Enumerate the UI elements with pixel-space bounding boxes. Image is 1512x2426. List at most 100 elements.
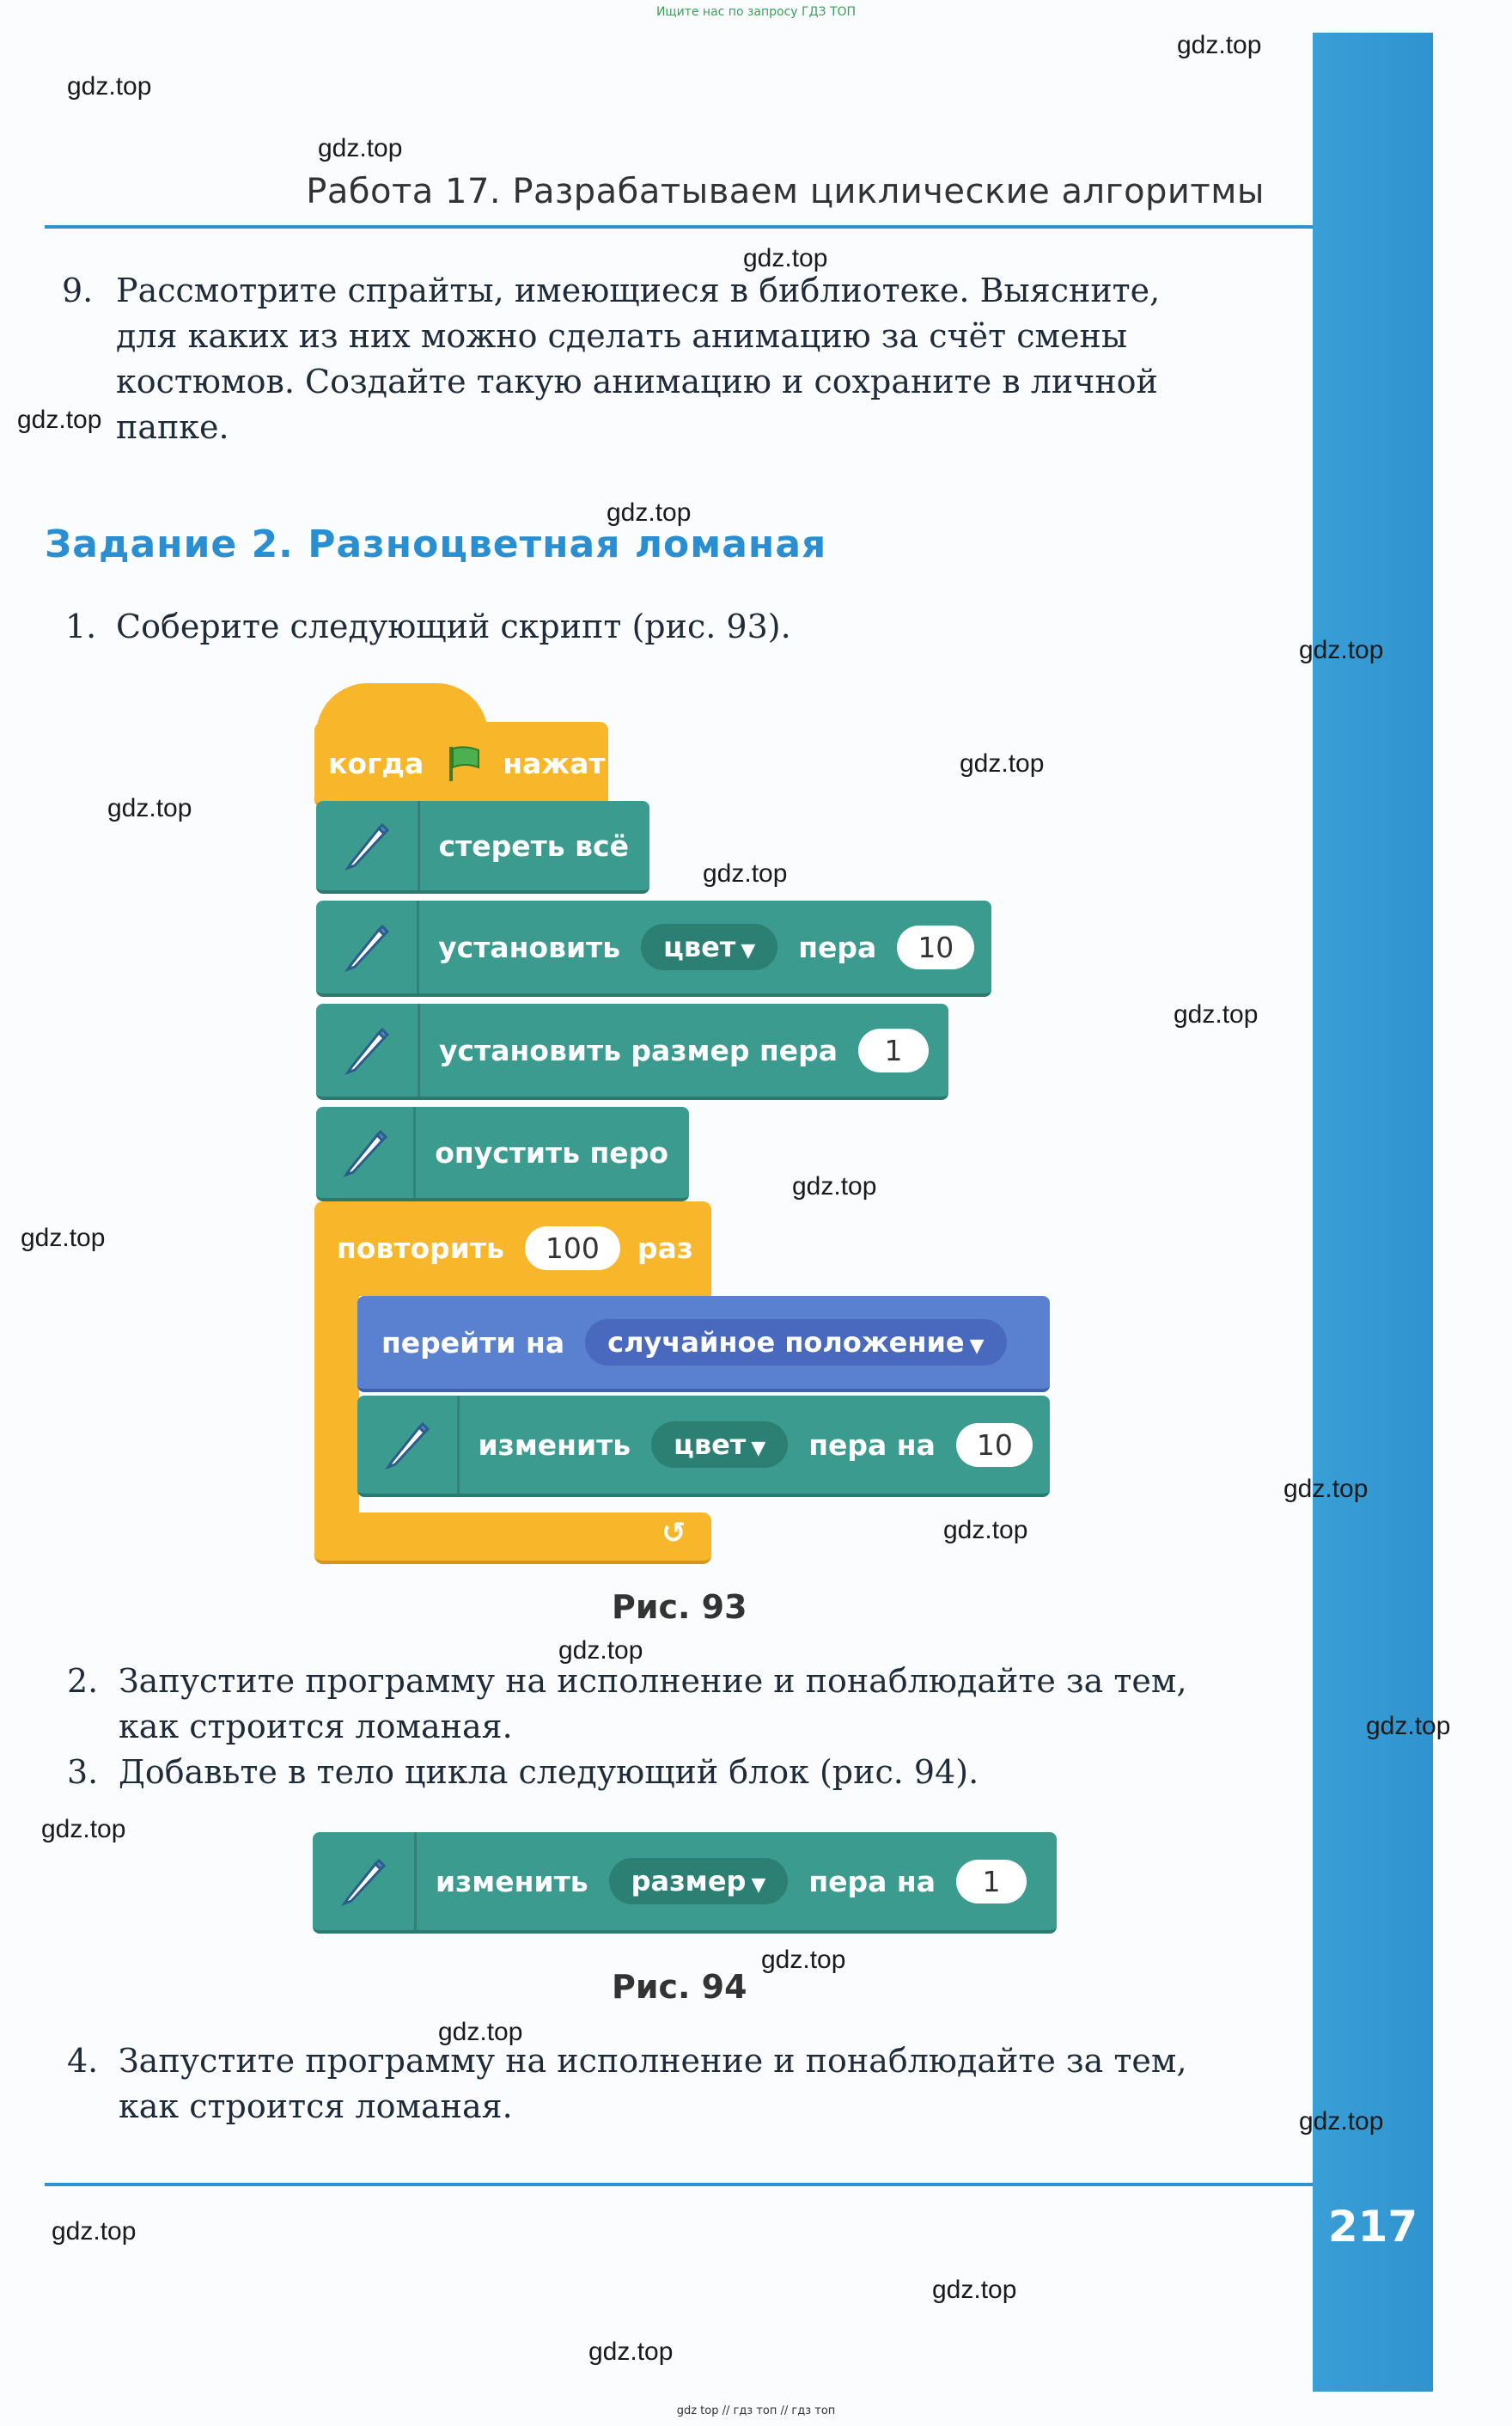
times-label: раз	[637, 1231, 693, 1265]
step-2-line-2: как строится ломаная.	[119, 1708, 513, 1745]
set-size-label: установить размер пера	[439, 1033, 838, 1067]
footer-divider	[45, 2183, 1313, 2186]
watermark: gdz.top	[41, 1815, 126, 1843]
page-number: 217	[1327, 2202, 1418, 2252]
step-2-line-1: Запустите программу на исполнение и пона…	[119, 1662, 1187, 1700]
watermark: gdz.top	[1366, 1712, 1451, 1740]
watermark: gdz.top	[943, 1516, 1028, 1544]
clear-block[interactable]: стереть всё	[316, 801, 649, 894]
item-9-line-3: костюмов. Создайте такую анимацию и сохр…	[116, 363, 1158, 400]
chevron-down-icon: ▼	[741, 940, 756, 962]
watermark: gdz.top	[1283, 1475, 1369, 1503]
pen-label: пера	[798, 930, 877, 964]
side-color-bar	[1313, 33, 1433, 2392]
change-size-value-input[interactable]: 1	[956, 1859, 1027, 1904]
watermark: gdz.top	[743, 244, 828, 272]
go-to-label: перейти на	[381, 1325, 565, 1360]
change-label: изменить	[436, 1864, 588, 1898]
watermark: gdz.top	[1299, 636, 1384, 664]
step-1-text: Соберите следующий скрипт (рис. 93).	[116, 608, 791, 645]
change-label: изменить	[478, 1427, 631, 1462]
step-4-number: 4.	[67, 2042, 99, 2080]
watermark: gdz.top	[588, 2337, 674, 2366]
loop-arrow-icon: ↺	[662, 1516, 686, 1550]
set-color-dropdown[interactable]: цвет▼	[641, 924, 778, 970]
chevron-down-icon: ▼	[751, 1438, 766, 1459]
go-to-dropdown[interactable]: случайное положение▼	[585, 1319, 1007, 1366]
watermark: gdz.top	[558, 1636, 643, 1665]
change-size-dropdown[interactable]: размер▼	[608, 1858, 789, 1904]
pen-extension-icon	[316, 1004, 420, 1097]
step-4-line-1: Запустите программу на исполнение и пона…	[119, 2042, 1187, 2080]
repeat-count-input[interactable]: 100	[524, 1225, 620, 1270]
pen-down-label: опустить перо	[435, 1135, 668, 1170]
watermark: gdz.top	[932, 2276, 1017, 2304]
step-2-number: 2.	[67, 1662, 99, 1700]
bottom-note: gdz top // гдз топ // гдз топ	[676, 2405, 836, 2417]
green-flag-icon	[444, 743, 484, 783]
item-9-line-1: Рассмотрите спрайты, имеющиеся в библиот…	[116, 272, 1161, 309]
repeat-block-bottom	[314, 1512, 711, 1564]
dropdown-value: размер	[631, 1865, 747, 1897]
change-color-dropdown[interactable]: цвет▼	[651, 1421, 789, 1468]
set-size-value-input[interactable]: 1	[858, 1028, 930, 1072]
watermark: gdz.top	[960, 749, 1045, 778]
pen-extension-icon	[316, 801, 420, 890]
chevron-down-icon: ▼	[751, 1874, 766, 1896]
figure-93-caption: Рис. 93	[612, 1588, 747, 1626]
watermark: gdz.top	[607, 498, 692, 527]
watermark: gdz.top	[52, 2217, 137, 2246]
step-3-number: 3.	[67, 1753, 99, 1791]
change-pen-color-block[interactable]: изменить цвет▼ пера на 10	[357, 1396, 1050, 1497]
watermark: gdz.top	[1177, 31, 1262, 59]
watermark: gdz.top	[21, 1224, 106, 1252]
top-note: Ищите нас по запросу ГДЗ ТОП	[655, 5, 857, 19]
dropdown-value: случайное положение	[607, 1326, 965, 1359]
pen-extension-icon	[357, 1396, 460, 1494]
watermark: gdz.top	[67, 72, 152, 101]
set-label: установить	[438, 930, 621, 964]
pen-by-label: пера на	[808, 1427, 936, 1462]
header-divider	[45, 225, 1313, 229]
item-9-line-2: для каких из них можно сделать анимацию …	[116, 317, 1128, 355]
repeat-block-top[interactable]	[314, 1201, 711, 1296]
step-1-number: 1.	[65, 608, 97, 645]
item-9-line-4: папке.	[116, 408, 229, 446]
clear-label: стереть всё	[438, 828, 629, 863]
watermark: gdz.top	[318, 134, 403, 162]
task-2-heading: Задание 2. Разноцветная ломаная	[45, 522, 827, 566]
pen-extension-icon	[316, 1107, 417, 1198]
chevron-down-icon: ▼	[969, 1335, 985, 1357]
repeat-label: повторить	[337, 1231, 504, 1265]
watermark: gdz.top	[438, 2018, 523, 2046]
set-pen-color-block[interactable]: установить цвет▼ пера 10	[316, 901, 991, 997]
dropdown-value: цвет	[674, 1428, 747, 1461]
change-pen-size-block[interactable]: изменить размер▼ пера на 1	[313, 1832, 1057, 1934]
watermark: gdz.top	[17, 406, 102, 434]
watermark: gdz.top	[703, 859, 788, 888]
watermark: gdz.top	[761, 1946, 846, 1974]
clicked-label: нажат	[503, 746, 606, 780]
step-4-line-2: как строится ломаная.	[119, 2087, 513, 2125]
watermark: gdz.top	[792, 1172, 877, 1201]
pen-by-label: пера на	[808, 1864, 936, 1898]
change-color-value-input[interactable]: 10	[955, 1422, 1033, 1467]
dropdown-value: цвет	[663, 931, 736, 963]
watermark: gdz.top	[1174, 1000, 1259, 1029]
repeat-block-contents: повторить 100 раз	[337, 1213, 714, 1282]
pen-down-block[interactable]: опустить перо	[316, 1107, 689, 1201]
step-3-text: Добавьте в тело цикла следующий блок (ри…	[119, 1753, 979, 1791]
go-to-block[interactable]: перейти на случайное положение▼	[357, 1296, 1050, 1392]
pen-extension-icon	[313, 1832, 417, 1930]
repeat-block-arm	[314, 1287, 359, 1545]
figure-94-caption: Рис. 94	[612, 1968, 747, 2006]
watermark: gdz.top	[107, 794, 192, 822]
watermark: gdz.top	[1299, 2107, 1384, 2136]
when-label: когда	[328, 746, 424, 780]
set-color-value-input[interactable]: 10	[897, 925, 974, 969]
pen-extension-icon	[316, 901, 420, 993]
set-pen-size-block[interactable]: установить размер пера 1	[316, 1004, 948, 1100]
page-header-title: Работа 17. Разрабатываем циклические алг…	[306, 172, 1265, 211]
item-9-number: 9.	[62, 272, 94, 309]
when-flag-clicked-block[interactable]: когда нажат	[314, 722, 608, 808]
